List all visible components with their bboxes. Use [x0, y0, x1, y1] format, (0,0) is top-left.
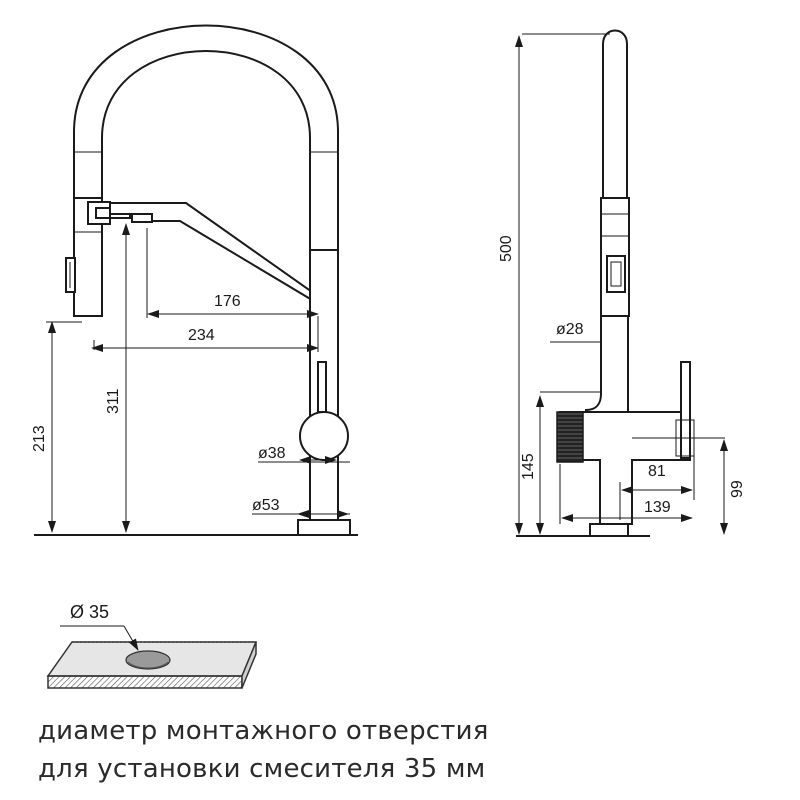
dim-label-d28: ø28	[556, 321, 584, 338]
dim-label-139: 139	[644, 499, 671, 516]
dim-label-d38: ø38	[258, 445, 286, 462]
mount-hole-label: Ø 35	[70, 602, 109, 622]
front-hose	[73, 24, 339, 251]
side-knurled-cap	[556, 411, 584, 463]
front-cartridge	[299, 411, 349, 461]
side-lever	[680, 361, 691, 459]
side-spray-button	[606, 255, 626, 293]
dim-label-500: 500	[498, 235, 515, 262]
mount-hole	[125, 650, 171, 670]
front-lever	[317, 361, 327, 413]
countertop-slab-front	[47, 675, 243, 689]
dim-label-145: 145	[520, 453, 537, 480]
side-view: 500 ø28 145 81 139 99	[498, 29, 746, 537]
dim-label-176: 176	[214, 293, 241, 310]
caption-line-1: диаметр монтажного отверстия	[38, 716, 489, 746]
dim-label-99: 99	[729, 480, 746, 498]
front-view: 176 234 311 213 ø38 ø53	[31, 24, 358, 536]
dim-label-311: 311	[105, 388, 122, 414]
side-base	[589, 523, 629, 537]
side-hose	[602, 29, 628, 199]
caption-line-2: для установки смесителя 35 мм	[38, 754, 486, 784]
dim-label-d53: ø53	[252, 497, 280, 514]
mount-detail: Ø 35	[46, 602, 258, 689]
front-base	[297, 519, 351, 536]
dim-label-234: 234	[188, 327, 215, 344]
dim-label-213: 213	[31, 425, 48, 452]
dim-label-81: 81	[648, 463, 666, 480]
